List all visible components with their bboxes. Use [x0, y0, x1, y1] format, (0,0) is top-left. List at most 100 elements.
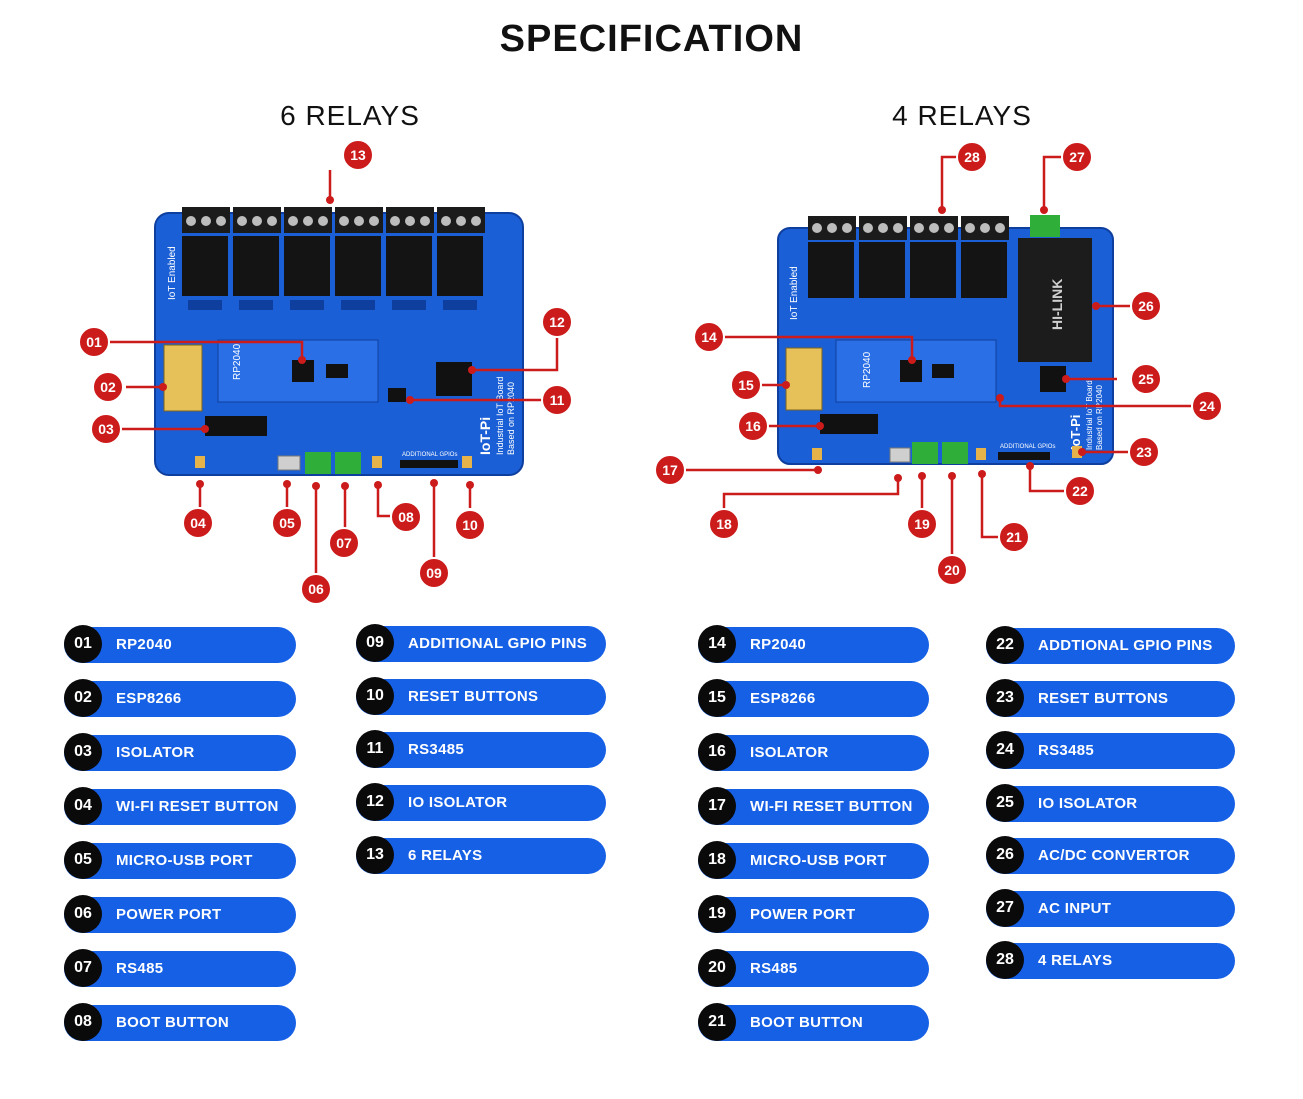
- board-line1-2: Industrial IoT Board: [1085, 380, 1094, 450]
- callout-05: 05: [271, 507, 303, 539]
- relay: [808, 242, 854, 298]
- relay: [182, 236, 228, 296]
- callout-18: 18: [708, 508, 740, 540]
- relay: [437, 236, 483, 296]
- leader-dot: [196, 480, 204, 488]
- legend-number: 11: [356, 730, 394, 768]
- board-line1: Industrial IoT Board: [495, 377, 505, 455]
- legend-number: 20: [698, 949, 736, 987]
- relay: [335, 236, 381, 296]
- leader-dot: [468, 366, 476, 374]
- leader-dot: [894, 474, 902, 482]
- leader-dot: [374, 481, 382, 489]
- legend-label: RS3485: [408, 741, 465, 758]
- gpio-text-2: ADDITIONAL GPIOs: [1000, 444, 1055, 450]
- legend-label: POWER PORT: [116, 906, 222, 923]
- leader-dot: [159, 383, 167, 391]
- callout-26: 26: [1130, 290, 1162, 322]
- callout-12: 12: [541, 306, 573, 338]
- callout-21: 21: [998, 521, 1030, 553]
- leader-dot: [1026, 462, 1034, 470]
- gpio-text: ADDITIONAL GPIOs: [402, 452, 457, 458]
- iot-enabled-text-2: IoT Enabled: [789, 266, 800, 320]
- brand-text-2: IoT-Pi: [1068, 415, 1083, 450]
- four-relays-heading: 4 RELAYS: [892, 100, 1032, 131]
- callout-13: 13: [342, 139, 374, 171]
- legend-number: 27: [986, 888, 1024, 927]
- legend-label: IO ISOLATOR: [1038, 794, 1138, 812]
- callout-17: 17: [654, 454, 686, 486]
- leader-dot: [298, 356, 306, 364]
- leader-dot: [814, 466, 822, 474]
- callout-27: 27: [1061, 141, 1093, 173]
- callout-28: 28: [956, 141, 988, 173]
- leader-dot: [466, 481, 474, 489]
- rp2040-chip-text: RP2040: [232, 343, 243, 380]
- board-line2: Based on RP2040: [506, 382, 516, 455]
- legend-number: 15: [698, 679, 736, 717]
- legend-label: MICRO-USB PORT: [116, 852, 253, 869]
- callout-20: 20: [936, 554, 968, 586]
- callout-19: 19: [906, 508, 938, 540]
- legend-label: ADDTIONAL GPIO PINS: [1038, 637, 1213, 654]
- leader-dot: [816, 422, 824, 430]
- leader-dot: [201, 425, 209, 433]
- leader-dot: [406, 396, 414, 404]
- rp2040-chip-text-2: RP2040: [862, 351, 873, 388]
- legend-number: 23: [986, 678, 1024, 717]
- leader-dot: [283, 480, 291, 488]
- legend-number: 28: [986, 941, 1024, 979]
- leader-dot: [341, 482, 349, 490]
- leader-dot: [978, 470, 986, 478]
- callout-02: 02: [92, 371, 124, 403]
- legend-label: BOOT BUTTON: [750, 1014, 864, 1031]
- legend-label: WI-FI RESET BUTTON: [750, 798, 913, 815]
- callout-11: 11: [541, 384, 573, 416]
- legend-label: 4 RELAYS: [1038, 952, 1113, 969]
- legend-label: RS3485: [1038, 742, 1095, 759]
- relay: [859, 242, 905, 298]
- callout-03: 03: [90, 413, 122, 445]
- legend-label: 6 RELAYS: [408, 847, 483, 864]
- callout-24: 24: [1191, 390, 1223, 422]
- legend-number: 02: [64, 679, 102, 717]
- legend-number: 09: [356, 624, 394, 662]
- leader-dot: [918, 472, 926, 480]
- legend-label: RS485: [750, 960, 798, 977]
- relay: [284, 236, 330, 296]
- relay: [961, 242, 1007, 298]
- legend-label: RP2040: [116, 636, 173, 653]
- hilink-text: HI-LINK: [1049, 279, 1065, 330]
- callout-01: 01: [78, 326, 110, 358]
- leader-dot: [908, 356, 916, 364]
- legend-number: 18: [698, 841, 736, 879]
- legend-label: RP2040: [750, 636, 807, 653]
- page-title: SPECIFICATION: [499, 18, 804, 60]
- legend-number: 16: [698, 733, 736, 771]
- relay: [910, 242, 956, 298]
- board-line2-2: Based on RP2040: [1095, 385, 1104, 450]
- leader-dot: [1092, 302, 1100, 310]
- legend-number: 24: [986, 731, 1024, 769]
- four-relay-board: HI-LINK RP2040 IoT Enabled IoT-Pi Indust…: [777, 215, 1114, 465]
- legend-number: 04: [64, 787, 102, 825]
- legend-number: 13: [356, 836, 394, 874]
- legend-item: 11 RS3485: [356, 730, 606, 768]
- relay: [386, 236, 432, 296]
- leader-dot: [1040, 206, 1048, 214]
- callout-15: 15: [730, 369, 762, 401]
- legend-number: 06: [64, 895, 102, 933]
